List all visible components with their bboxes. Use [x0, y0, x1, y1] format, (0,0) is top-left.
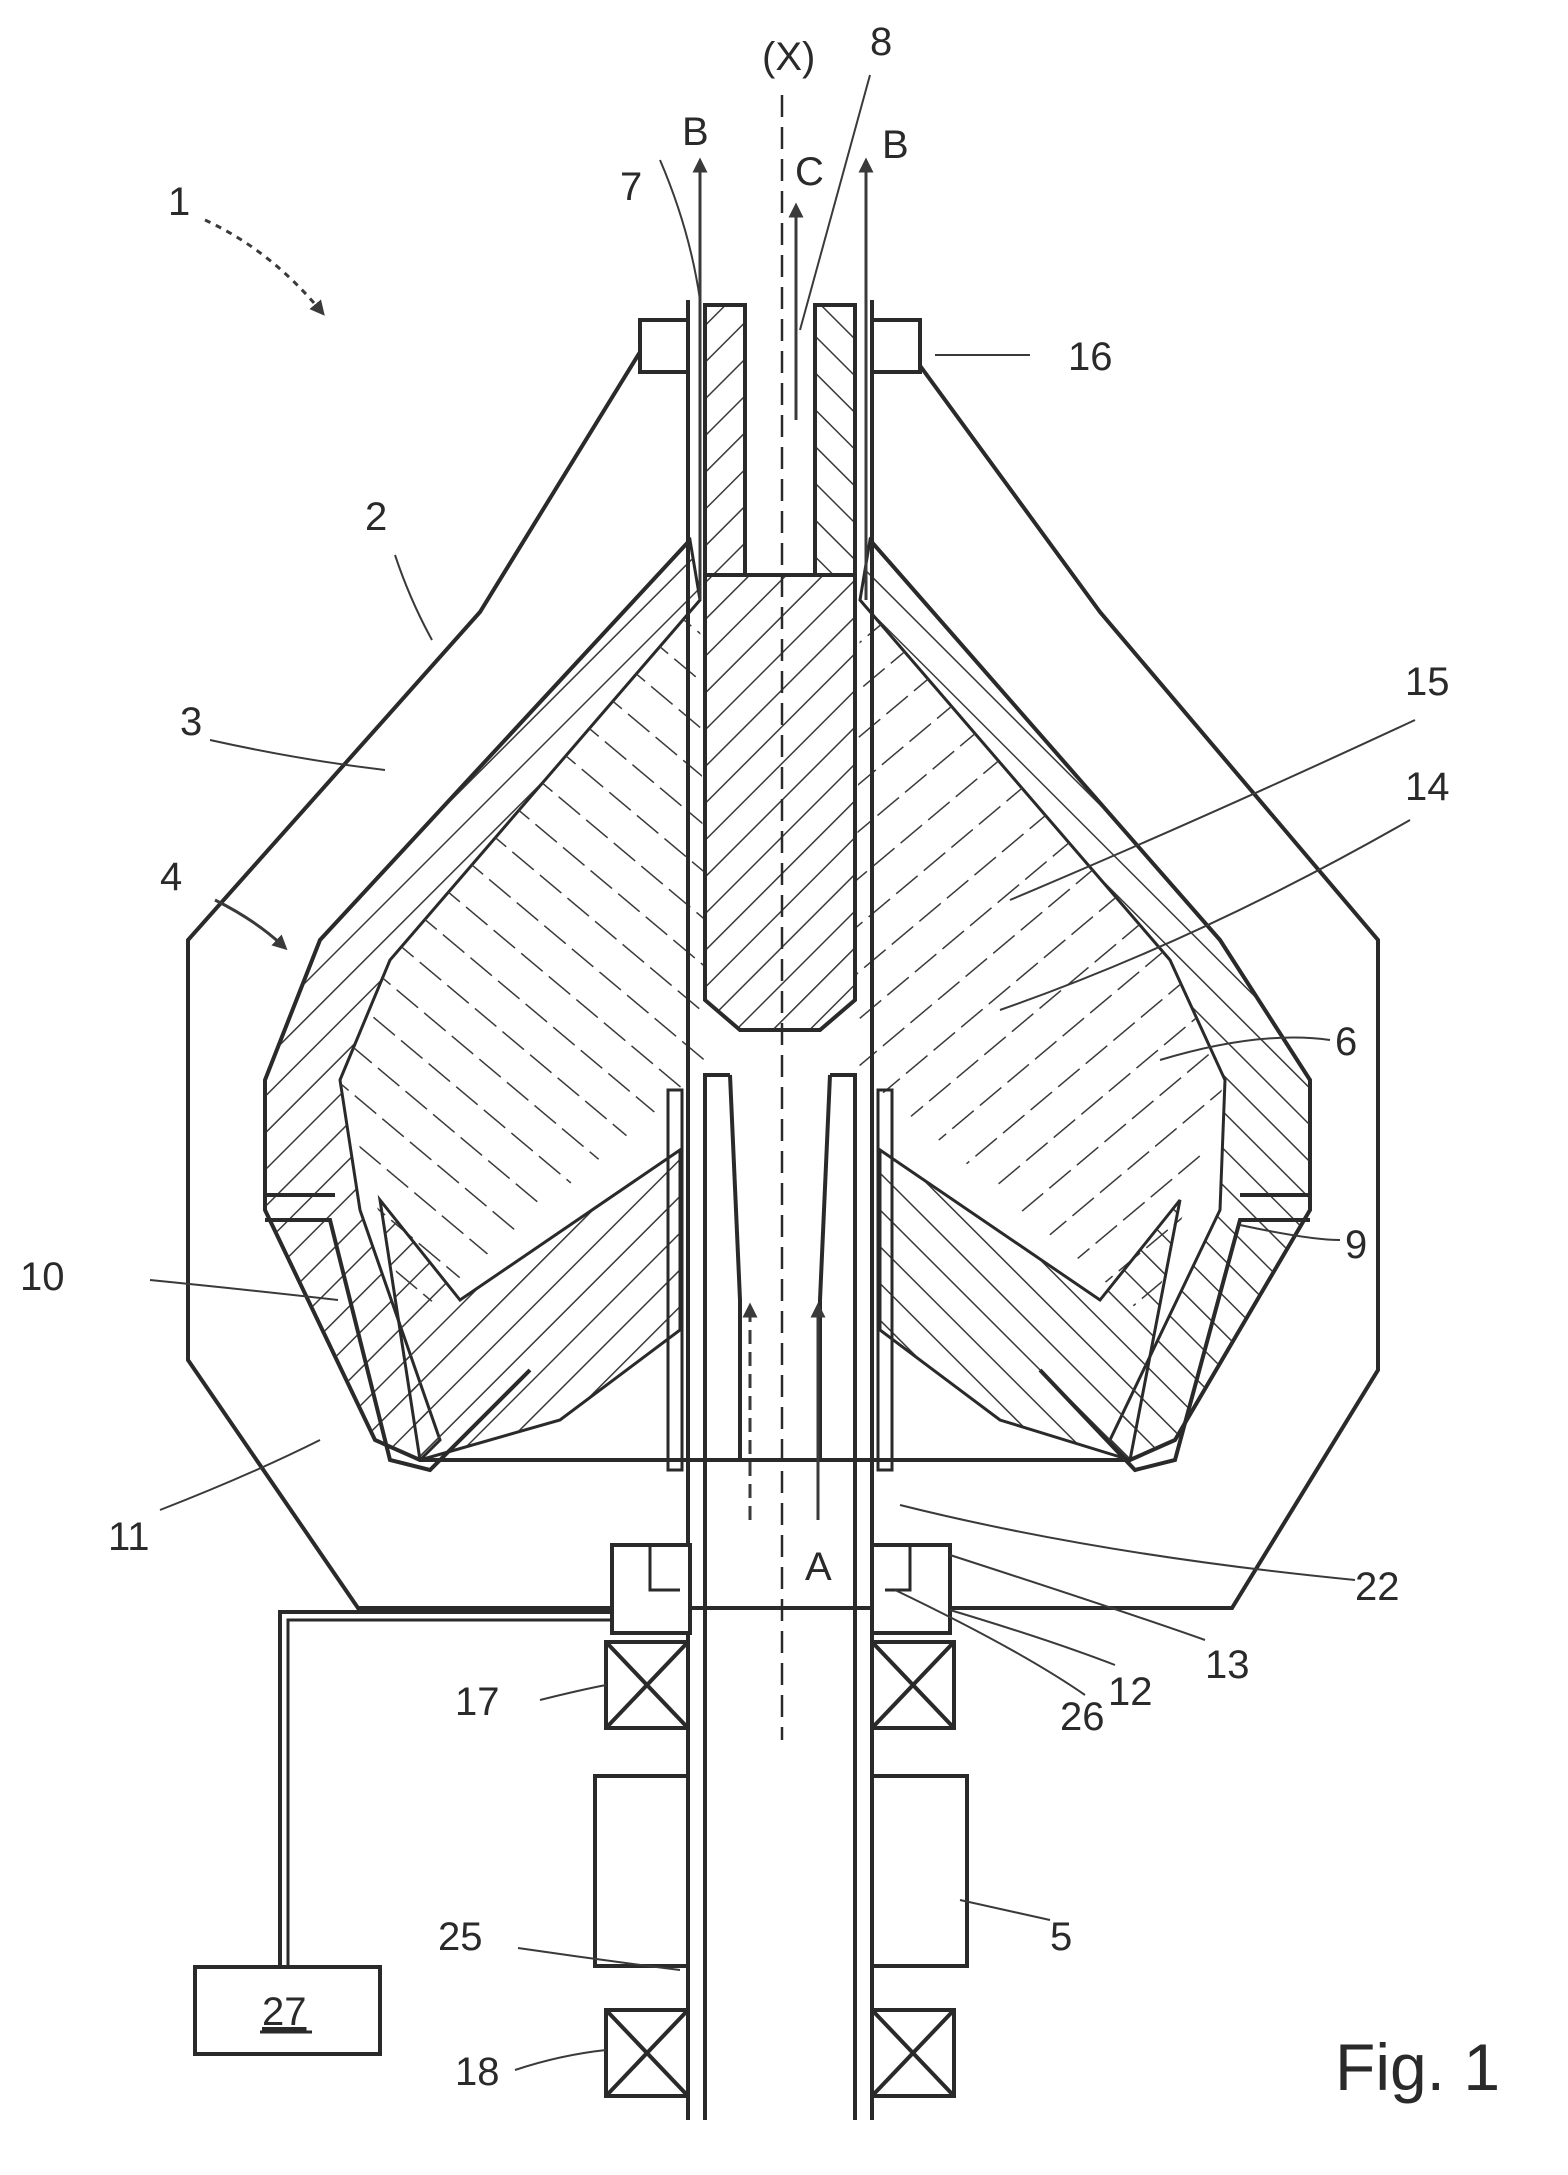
ref-4: 4: [160, 855, 182, 899]
inlet-tube-right: [830, 1075, 855, 2120]
ref-25: 25: [438, 1915, 483, 1959]
ref-3: 3: [180, 700, 202, 744]
flow-label-b-left: B: [682, 110, 709, 154]
ref-2: 2: [365, 495, 387, 539]
flow-label-a: A: [805, 1545, 832, 1589]
motor-right: [872, 1776, 967, 1966]
ref-16: 16: [1068, 335, 1113, 379]
inlet-tube-left: [705, 1075, 730, 2120]
ref-27: 27: [262, 1990, 307, 2034]
flow-label-c: C: [795, 150, 824, 194]
outlet-pipe-left: [705, 305, 745, 575]
ref-12: 12: [1108, 1670, 1153, 1714]
ref-11: 11: [108, 1515, 150, 1559]
ref-5: 5: [1050, 1915, 1072, 1959]
axis-label: (X): [762, 35, 815, 79]
ref-18: 18: [455, 2050, 500, 2094]
ref-7: 7: [620, 165, 642, 209]
outlet-pipe-right: [815, 305, 855, 575]
motor-left: [595, 1776, 688, 1966]
figure-caption: Fig. 1: [1335, 2030, 1500, 2104]
ref-14: 14: [1405, 765, 1450, 809]
bearing-upper: [606, 1642, 954, 1728]
ref-10: 10: [20, 1255, 65, 1299]
ref-13: 13: [1205, 1643, 1250, 1687]
ref-1: 1: [168, 180, 190, 224]
ref-6: 6: [1335, 1020, 1357, 1064]
ref-9: 9: [1345, 1223, 1367, 1267]
flow-arrow-4: [215, 900, 282, 945]
flow-label-b-right: B: [882, 123, 909, 167]
ref-26: 26: [1060, 1695, 1105, 1739]
seal-block-left: [640, 320, 688, 372]
ref-15: 15: [1405, 660, 1450, 704]
distributor-hub: [705, 575, 855, 1030]
ref-17: 17: [455, 1680, 500, 1724]
bearing-lower: [606, 2010, 954, 2096]
ref-22: 22: [1355, 1565, 1400, 1609]
control-line: [280, 1612, 612, 1967]
ref-8: 8: [870, 20, 892, 64]
flow-arrow-1: [205, 220, 320, 310]
seal-block-right: [872, 320, 920, 372]
